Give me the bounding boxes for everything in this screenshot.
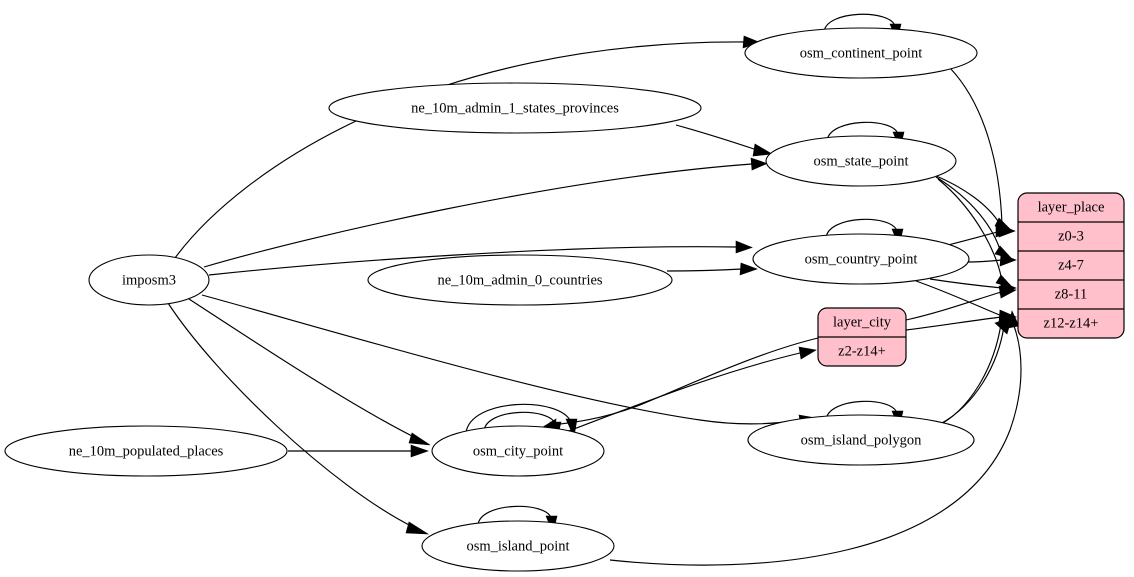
edge-osm-country-point-to-layer-place-z0-3 [947, 224, 1016, 246]
node-osm-country-point[interactable]: osm_country_point [752, 233, 970, 285]
node-layer-place[interactable]: layer_place z0-3 z4-7 z8-11 z12-z14+ [1017, 192, 1125, 339]
edge-imposm3-to-osm-state-point [203, 157, 768, 268]
node-osm-island-polygon[interactable]: osm_island_polygon [747, 414, 975, 466]
node-osm-state-point[interactable]: osm_state_point [765, 135, 957, 187]
node-osm-city-point[interactable]: osm_city_point [431, 425, 605, 477]
edge-layer [167, 13, 1022, 566]
edge-osm-island-polygon-to-layer-place-z12-z14 [935, 316, 1013, 428]
edge-osm-country-point-to-layer-place-z4-7 [967, 253, 1017, 267]
node-osm-continent-point[interactable]: osm_continent_point [744, 27, 978, 79]
edge-imposm3-to-osm-continent-point [174, 35, 761, 259]
edge-imposm3-to-osm-island-polygon [201, 294, 817, 428]
edge-ne-admin0-to-osm-country-point [666, 262, 758, 276]
node-imposm3[interactable]: imposm3 [88, 254, 210, 306]
node-layer-city[interactable]: layer_city z2-z14+ [817, 307, 907, 367]
edge-osm-continent-point-to-layer-place-z0-3 [949, 67, 1014, 238]
node-osm-island-point[interactable]: osm_island_point [421, 520, 615, 572]
node-ne-10m-admin-0-countries[interactable]: ne_10m_admin_0_countries [367, 254, 673, 306]
node-ne-10m-admin-1-states-provinces[interactable]: ne_10m_admin_1_states_provinces [328, 82, 702, 134]
edge-osm-city-point-to-layer-city [565, 346, 817, 433]
edge-ne-admin1-to-osm-state-point [675, 124, 773, 157]
edge-layer-city-to-layer-place-z8-11 [905, 285, 1017, 321]
node-layer: imposm3 ne_10m_admin_1_states_provinces … [4, 27, 978, 572]
edge-osm-island-polygon-to-layer-place-z12-z14-b [939, 325, 1005, 425]
edge-imposm3-to-osm-city-point [188, 298, 431, 446]
edge-ne-populated-places-to-osm-city-point [288, 444, 429, 458]
edge-imposm3-to-osm-island-point [167, 302, 430, 535]
node-ne-10m-populated-places[interactable]: ne_10m_populated_places [4, 425, 288, 477]
edge-osm-island-point-to-layer-place-z12-z14 [609, 310, 1022, 566]
edge-imposm3-to-osm-country-point [208, 240, 753, 276]
